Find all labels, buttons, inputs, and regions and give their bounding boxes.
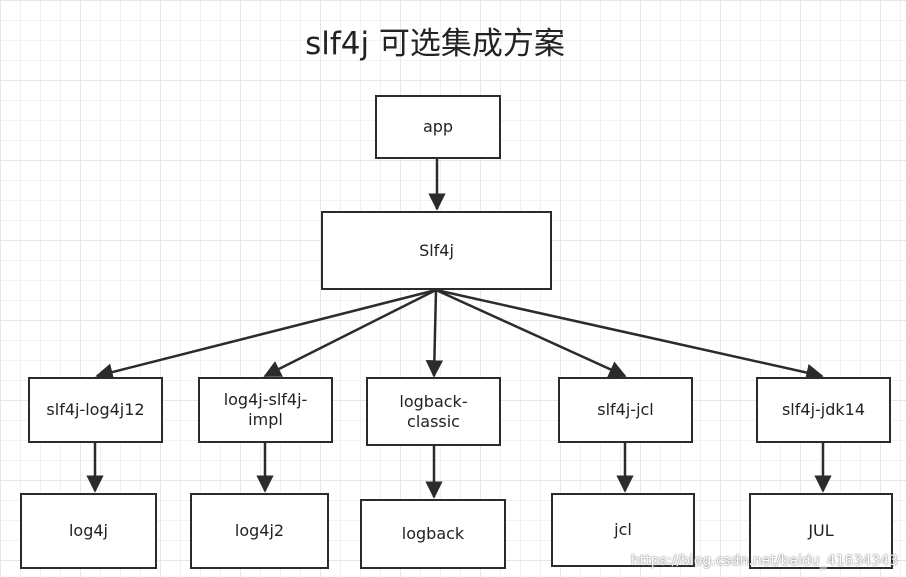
adapter-label: logback-classic: [399, 391, 468, 431]
node-impl-jcl: jcl: [551, 493, 695, 567]
impl-label: log4j2: [234, 521, 285, 540]
impl-label: log4j: [68, 521, 108, 540]
diagram-title: slf4j 可选集成方案: [305, 26, 565, 62]
arrow-slf4j-to-slf4j-log4j12: [95, 288, 437, 381]
node-impl-log4j: log4j: [20, 493, 157, 569]
arrow-slf4j-to-slf4j-jdk14: [435, 288, 824, 382]
node-app: app: [375, 95, 501, 159]
node-adapter-slf4j-log4j12: slf4j-log4j12: [28, 377, 163, 443]
adapter-label: log4j-slf4j-impl: [223, 390, 308, 429]
arrow-slf4j-to-log4j-slf4j-impl: [263, 288, 437, 378]
node-impl-log4j2: log4j2: [190, 493, 329, 569]
node-slf4j: Slf4j: [321, 211, 552, 290]
arrow-slf4j-to-logback-classic: [425, 289, 444, 378]
adapter-label: slf4j-log4j12: [46, 400, 145, 419]
impl-label: jcl: [614, 520, 632, 539]
node-adapter-slf4j-jdk14: slf4j-jdk14: [756, 377, 891, 443]
impl-label: logback: [401, 524, 465, 543]
adapter-label: slf4j-jdk14: [781, 400, 866, 419]
watermark: https://blog.csdn.net/baidu_41634343: [630, 553, 898, 569]
node-slf4j-label: Slf4j: [419, 240, 454, 260]
node-app-label: app: [422, 117, 454, 136]
adapter-label: slf4j-jcl: [597, 400, 654, 419]
node-impl-logback: logback: [360, 499, 506, 569]
arrow-slf4j-to-slf4j-jcl: [435, 288, 627, 378]
node-adapter-slf4j-jcl: slf4j-jcl: [558, 377, 693, 443]
node-adapter-log4j-slf4j-impl: log4j-slf4j-impl: [198, 377, 333, 443]
node-adapter-logback-classic: logback-classic: [366, 377, 501, 446]
impl-label: JUL: [808, 521, 834, 540]
node-impl-jul: JUL: [749, 493, 893, 569]
